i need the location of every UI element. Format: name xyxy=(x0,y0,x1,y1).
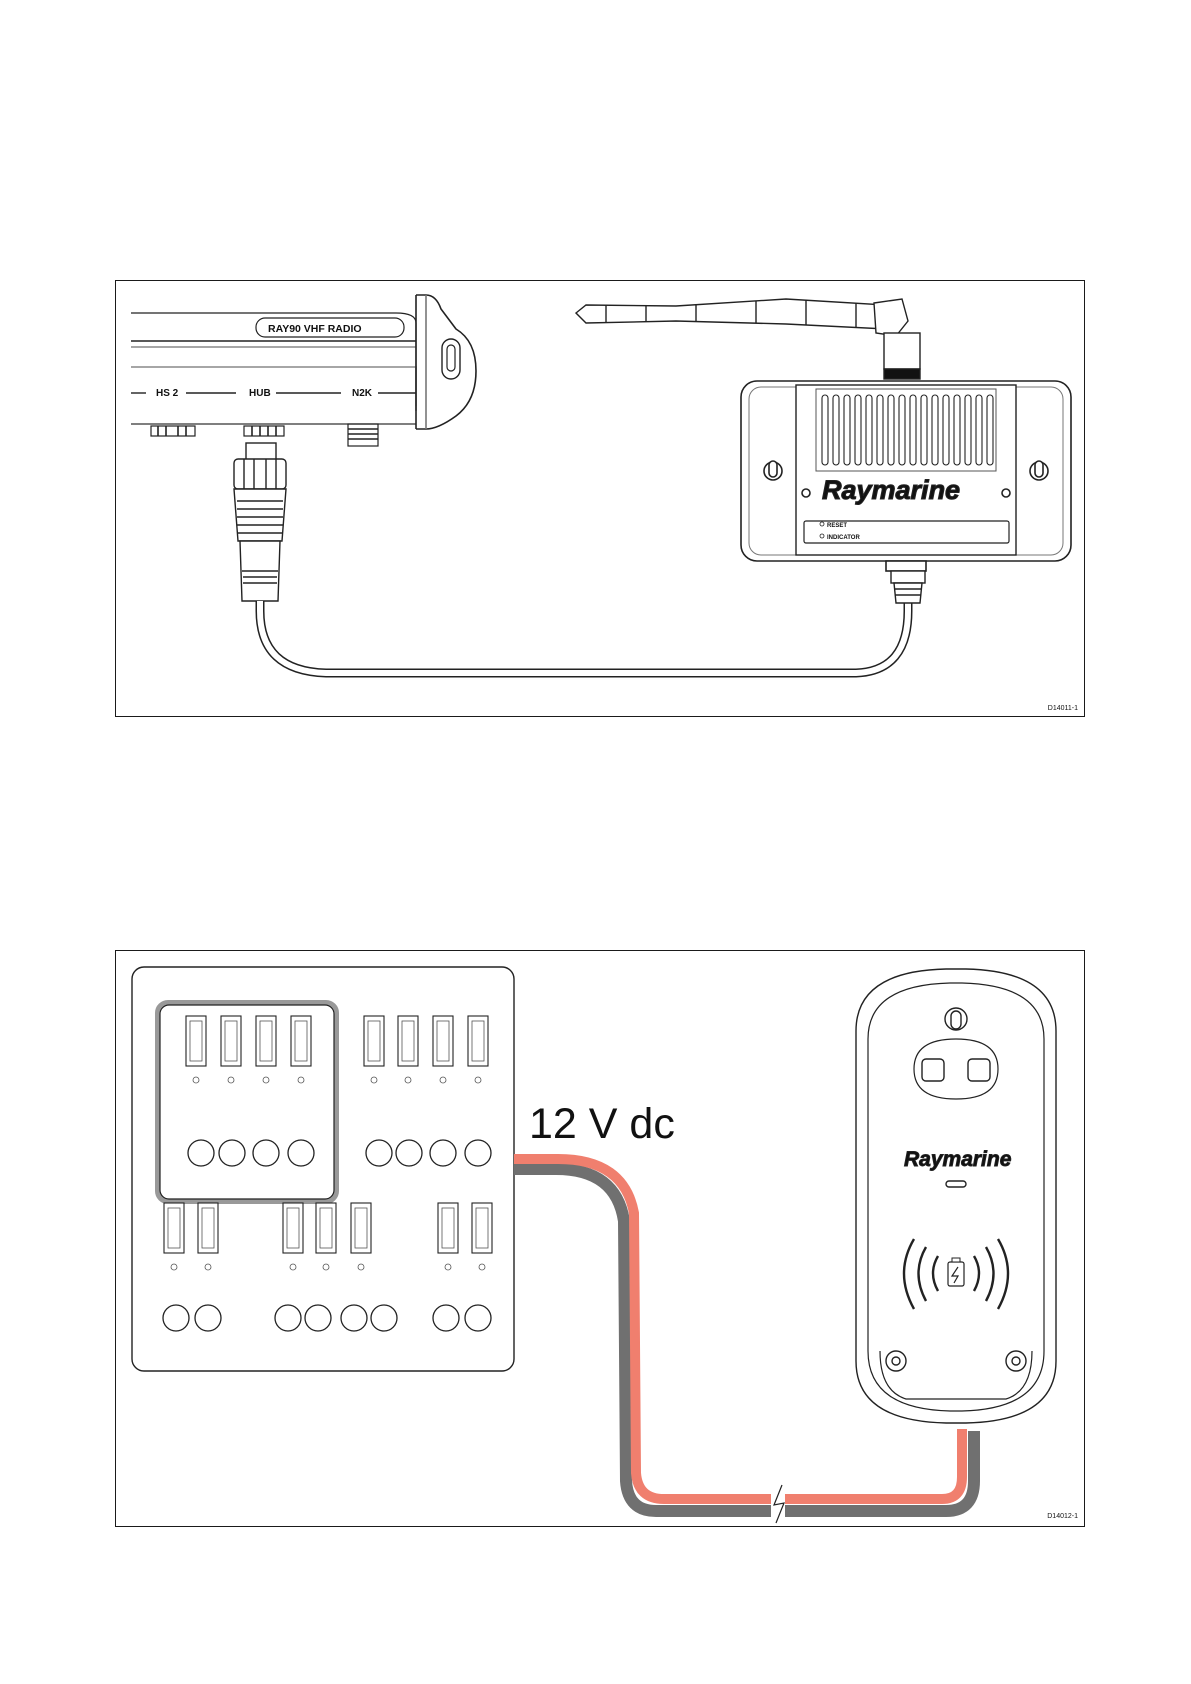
circuit-breaker-button xyxy=(305,1305,331,1331)
circuit-breaker-button xyxy=(253,1140,279,1166)
cooling-fin xyxy=(932,395,938,465)
hub-port-label: HUB xyxy=(249,388,271,399)
rocker-switch-face xyxy=(225,1021,237,1061)
n2k-port-connector xyxy=(348,424,378,446)
cooling-fin xyxy=(844,395,850,465)
circuit-breaker-button xyxy=(465,1305,491,1331)
indicator-led xyxy=(228,1077,234,1083)
circuit-breaker-button xyxy=(188,1140,214,1166)
indicator-led xyxy=(171,1264,177,1270)
hub-port-connector xyxy=(244,426,284,436)
rocker-switch-face xyxy=(287,1208,299,1248)
indicator-led xyxy=(475,1077,481,1083)
n2k-port-label: N2K xyxy=(352,388,373,399)
circuit-breaker-button xyxy=(430,1140,456,1166)
hs2-port-label: HS 2 xyxy=(156,388,179,399)
seatalk-cable-plug xyxy=(234,443,286,601)
wire-break-symbol xyxy=(771,1485,785,1523)
circuit-breaker-button xyxy=(275,1305,301,1331)
cooling-fin xyxy=(921,395,927,465)
cooling-fin xyxy=(877,395,883,465)
indicator-led xyxy=(263,1077,269,1083)
cooling-fin xyxy=(954,395,960,465)
circuit-breaker-button xyxy=(219,1140,245,1166)
circuit-breaker-button xyxy=(366,1140,392,1166)
indicator-led xyxy=(290,1264,296,1270)
rocker-switch-face xyxy=(476,1208,488,1248)
cooling-fin xyxy=(910,395,916,465)
rocker-switch-face xyxy=(402,1021,414,1061)
indicator-led xyxy=(193,1077,199,1083)
charger-brand-logo: Raymarine xyxy=(904,1148,1012,1171)
indicator-led xyxy=(358,1264,364,1270)
wireless-charger-unit xyxy=(856,969,1056,1423)
hub-cable-connector xyxy=(891,571,925,603)
cooling-fin xyxy=(866,395,872,465)
indicator-led xyxy=(405,1077,411,1083)
figure-power-connection: 12 V dc Raymarine D14012- xyxy=(115,950,1085,1527)
indicator-led xyxy=(479,1264,485,1270)
indicator-led xyxy=(205,1264,211,1270)
rocker-switch-face xyxy=(442,1208,454,1248)
indicator-led xyxy=(298,1077,304,1083)
hs2-port-connector xyxy=(151,426,195,436)
rocker-switch-face xyxy=(437,1021,449,1061)
cooling-fin xyxy=(855,395,861,465)
vhf-radio-unit xyxy=(131,295,476,446)
circuit-breaker-button xyxy=(433,1305,459,1331)
figure2-illustration: 12 V dc Raymarine xyxy=(116,951,1086,1528)
cooling-fin xyxy=(987,395,993,465)
cooling-fin xyxy=(943,395,949,465)
indicator-led xyxy=(445,1264,451,1270)
cooling-fin xyxy=(822,395,828,465)
rocker-switch-face xyxy=(355,1208,367,1248)
indicator-led xyxy=(371,1077,377,1083)
antenna xyxy=(576,299,920,379)
cooling-fin xyxy=(965,395,971,465)
rocker-switch-face xyxy=(320,1208,332,1248)
cooling-fin xyxy=(899,395,905,465)
cooling-fin xyxy=(888,395,894,465)
circuit-breaker-button xyxy=(163,1305,189,1331)
rocker-switch-face xyxy=(190,1021,202,1061)
cooling-fin xyxy=(976,395,982,465)
rocker-switch-face xyxy=(202,1208,214,1248)
indicator-led xyxy=(440,1077,446,1083)
circuit-breaker-button xyxy=(341,1305,367,1331)
figure1-illustration: RAY90 VHF RADIO HS 2 HUB N2K xyxy=(116,281,1086,718)
radio-model-label: RAY90 VHF RADIO xyxy=(268,323,362,335)
rocker-switch-face xyxy=(368,1021,380,1061)
hub-brand-logo: Raymarine xyxy=(822,475,960,505)
connection-cable xyxy=(260,599,908,673)
circuit-breaker-button xyxy=(465,1140,491,1166)
figure-radio-wireless-hub-connection: RAY90 VHF RADIO HS 2 HUB N2K xyxy=(115,280,1085,717)
figure-id: D14011-1 xyxy=(1048,705,1078,712)
indicator-led xyxy=(323,1264,329,1270)
connection-cable-outline xyxy=(260,599,908,673)
rocker-switch-face xyxy=(168,1208,180,1248)
indicator-label: INDICATOR xyxy=(827,535,860,541)
circuit-breaker-button xyxy=(195,1305,221,1331)
cooling-fin xyxy=(833,395,839,465)
circuit-breaker-button xyxy=(288,1140,314,1166)
circuit-breaker-button xyxy=(371,1305,397,1331)
circuit-breaker-button xyxy=(396,1140,422,1166)
rocker-switch-face xyxy=(260,1021,272,1061)
rocker-switch-face xyxy=(472,1021,484,1061)
rocker-switch-face xyxy=(295,1021,307,1061)
figure-id: D14012-1 xyxy=(1047,1513,1078,1520)
voltage-label: 12 V dc xyxy=(529,1100,675,1148)
reset-label: RESET xyxy=(827,523,847,529)
